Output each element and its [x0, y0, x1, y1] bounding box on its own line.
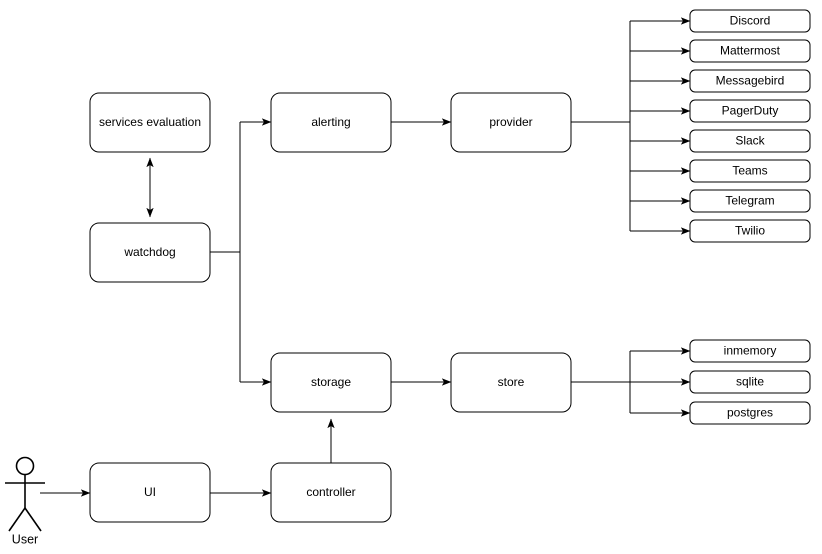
- node-provider-teams-box[interactable]: [689, 159, 811, 183]
- node-controller-label: controller: [306, 485, 355, 499]
- node-provider-discord[interactable]: Discord: [689, 9, 811, 33]
- node-store-sqlite[interactable]: sqlite: [689, 370, 811, 394]
- node-provider-slack[interactable]: Slack: [689, 129, 811, 153]
- stick-figure-right-leg-icon: [24, 507, 42, 532]
- node-provider-pagerduty-label: PagerDuty: [722, 104, 779, 118]
- node-store-sqlite-box[interactable]: [689, 370, 811, 394]
- node-provider-slack-box[interactable]: [689, 129, 811, 153]
- node-store-postgres[interactable]: postgres: [689, 401, 811, 425]
- node-provider-box[interactable]: [450, 92, 572, 153]
- node-watchdog[interactable]: watchdog: [89, 222, 211, 283]
- node-services-evaluation[interactable]: services evaluation: [89, 92, 211, 153]
- store-list: inmemory sqlite postgres: [689, 339, 811, 425]
- node-alerting-label: alerting: [311, 115, 350, 129]
- node-provider-telegram-box[interactable]: [689, 189, 811, 213]
- stick-figure-left-leg-icon: [8, 507, 26, 532]
- node-store-label: store: [498, 375, 525, 389]
- node-services-evaluation-label: services evaluation: [99, 115, 201, 129]
- node-store-postgres-box[interactable]: [689, 401, 811, 425]
- node-alerting-box[interactable]: [270, 92, 392, 153]
- node-provider-messagebird-label: Messagebird: [716, 74, 785, 88]
- node-storage[interactable]: storage: [270, 352, 392, 413]
- node-provider-teams-label: Teams: [732, 164, 767, 178]
- node-provider-twilio-box[interactable]: [689, 219, 811, 243]
- node-watchdog-box[interactable]: [89, 222, 211, 283]
- node-provider-twilio-label: Twilio: [735, 224, 765, 238]
- node-provider-teams[interactable]: Teams: [689, 159, 811, 183]
- node-controller-box[interactable]: [270, 462, 392, 523]
- node-alerting[interactable]: alerting: [270, 92, 392, 153]
- node-ui-label: UI: [144, 485, 156, 499]
- node-store-sqlite-label: sqlite: [736, 375, 764, 389]
- node-provider-mattermost-box[interactable]: [689, 39, 811, 63]
- node-provider-discord-label: Discord: [730, 14, 771, 28]
- node-store-inmemory-box[interactable]: [689, 339, 811, 363]
- node-services-evaluation-box[interactable]: [89, 92, 211, 153]
- node-store-inmemory-label: inmemory: [724, 344, 777, 358]
- provider-list: Discord Mattermost Messagebird PagerDuty…: [689, 9, 811, 243]
- node-provider-telegram-label: Telegram: [725, 194, 774, 208]
- node-store-postgres-label: postgres: [727, 406, 773, 420]
- node-provider-pagerduty-box[interactable]: [689, 99, 811, 123]
- node-provider-pagerduty[interactable]: PagerDuty: [689, 99, 811, 123]
- node-provider-mattermost[interactable]: Mattermost: [689, 39, 811, 63]
- node-store[interactable]: store: [450, 352, 572, 413]
- stick-figure-head-icon: [15, 456, 35, 476]
- node-provider-slack-label: Slack: [735, 134, 765, 148]
- node-provider[interactable]: provider: [450, 92, 572, 153]
- node-provider-messagebird-box[interactable]: [689, 69, 811, 93]
- node-provider-label: provider: [489, 115, 532, 129]
- node-provider-mattermost-label: Mattermost: [720, 44, 781, 58]
- node-watchdog-label: watchdog: [123, 245, 175, 259]
- node-store-inmemory[interactable]: inmemory: [689, 339, 811, 363]
- node-provider-discord-box[interactable]: [689, 9, 811, 33]
- node-ui-box[interactable]: [89, 462, 211, 523]
- node-provider-messagebird[interactable]: Messagebird: [689, 69, 811, 93]
- actor-user[interactable]: User: [5, 456, 45, 547]
- node-ui[interactable]: UI: [89, 462, 211, 523]
- node-store-box[interactable]: [450, 352, 572, 413]
- node-provider-telegram[interactable]: Telegram: [689, 189, 811, 213]
- node-provider-twilio[interactable]: Twilio: [689, 219, 811, 243]
- node-storage-box[interactable]: [270, 352, 392, 413]
- actor-user-label: User: [12, 532, 38, 546]
- node-storage-label: storage: [311, 375, 351, 389]
- node-controller[interactable]: controller: [270, 462, 392, 523]
